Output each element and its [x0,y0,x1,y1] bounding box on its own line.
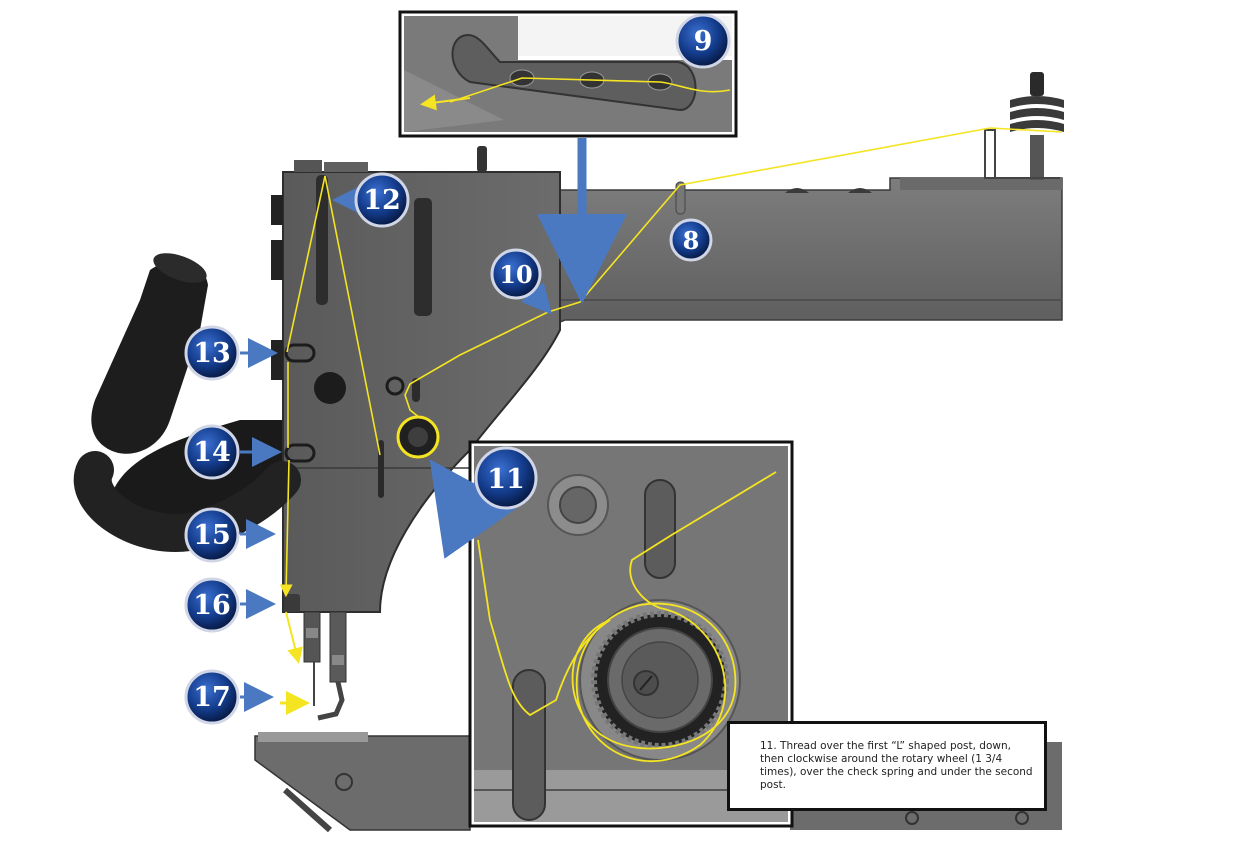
arrow-11-to-wheel [429,459,519,559]
svg-text:10: 10 [499,260,532,289]
svg-text:12: 12 [363,185,401,216]
step-badge-9: 9 [675,13,731,69]
step-badge-15: 15 [184,507,240,563]
step-badge-16: 16 [184,577,240,633]
spool-holder [984,72,1064,180]
svg-text:15: 15 [193,520,231,551]
step-badge-13: 13 [184,325,240,381]
step-badge-10: 10 [490,248,542,300]
step-badge-11: 11 [474,446,538,510]
needle-thread-arrow [285,611,303,664]
thread-path [279,127,1063,598]
svg-text:9: 9 [694,26,713,57]
step-11-instructions: 11. Thread over the first “L” shaped pos… [760,740,1033,791]
svg-text:14: 14 [193,437,231,468]
upper-arm [539,177,1063,332]
svg-text:16: 16 [193,590,231,621]
step-11-callout: 11. Thread over the first “L” shaped pos… [727,721,1047,811]
arrow-10 [520,282,552,315]
step-badge-8: 8 [669,218,713,262]
machine-body [254,146,1063,833]
thread-guide-post [675,181,686,215]
svg-text:17: 17 [193,682,231,713]
step-badge-12: 12 [354,172,410,228]
step-badge-14: 14 [184,424,240,480]
step-badge-17: 17 [184,669,240,725]
svg-text:8: 8 [683,226,700,255]
svg-text:11: 11 [487,464,525,495]
svg-text:13: 13 [193,338,231,369]
thread-guide-bar [451,33,697,112]
handle-grip [73,253,301,552]
